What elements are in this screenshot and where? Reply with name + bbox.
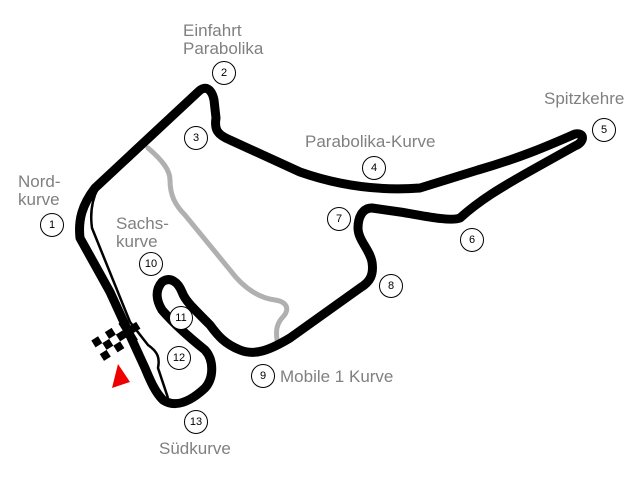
turn-marker-10: 10 (139, 252, 163, 276)
corner-label-parabolika-kurve: Parabolika-Kurve (305, 132, 436, 151)
corner-label-sachskurve: Sachs- kurve (116, 214, 169, 251)
turn-marker-11: 11 (169, 306, 193, 330)
turn-marker-4: 4 (362, 156, 386, 180)
turn-marker-8: 8 (379, 274, 403, 298)
corner-label-mobile1-kurve: Mobile 1 Kurve (280, 367, 394, 386)
turn-marker-7: 7 (327, 207, 351, 231)
corner-label-spitzkehre: Spitzkehre (544, 89, 625, 108)
old-layout-path (145, 145, 290, 343)
direction-arrow-icon (112, 364, 130, 388)
turn-marker-3: 3 (184, 126, 208, 150)
circuit-path (75, 83, 587, 408)
turn-marker-13: 13 (184, 410, 208, 434)
pit-lane-path (90, 187, 170, 399)
turn-marker-1: 1 (40, 213, 64, 237)
checkered-flag-icon (91, 319, 141, 361)
turn-marker-9: 9 (251, 364, 275, 388)
turn-marker-6: 6 (460, 228, 484, 252)
corner-label-suedkurve: Südkurve (159, 439, 231, 458)
turn-marker-2: 2 (212, 61, 236, 85)
turn-marker-5: 5 (592, 118, 616, 142)
corner-label-einfahrt-parabolika: Einfahrt Parabolika (183, 21, 264, 58)
corner-label-nordkurve: Nord- kurve (18, 172, 61, 209)
turn-marker-12: 12 (167, 346, 191, 370)
